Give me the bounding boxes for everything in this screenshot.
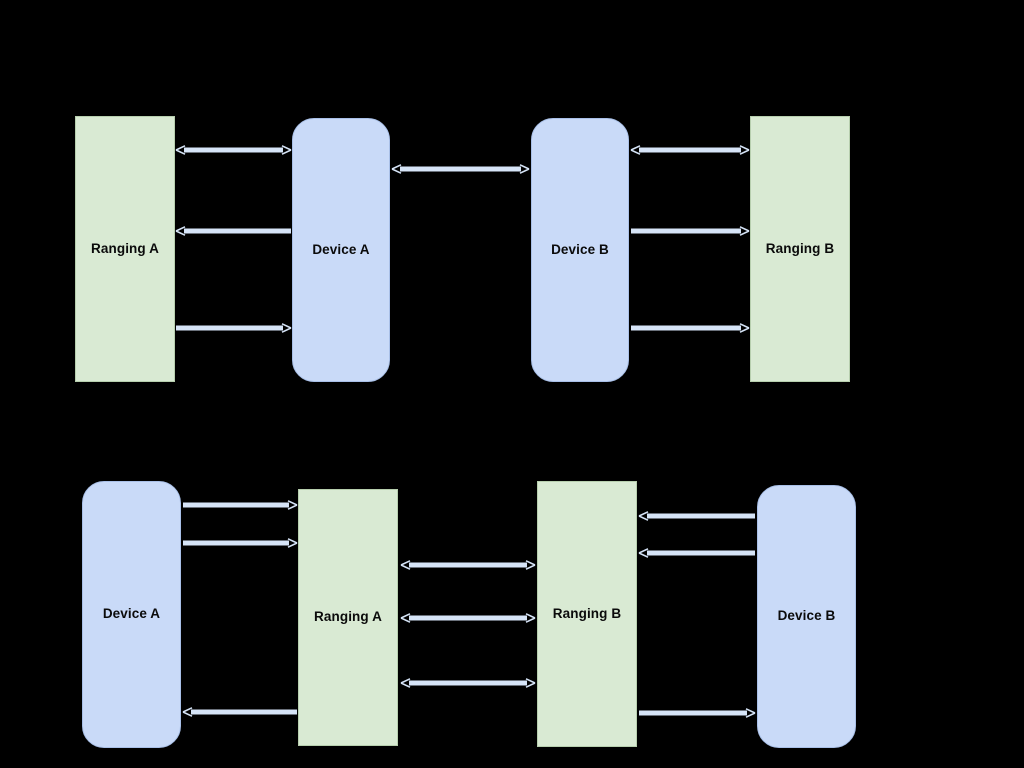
connector-arrow bbox=[627, 705, 767, 721]
node-label: Ranging A bbox=[314, 609, 382, 625]
connector-arrow bbox=[171, 535, 309, 551]
node-top-ranging-a[interactable]: Ranging A bbox=[75, 116, 175, 382]
node-label: Ranging B bbox=[552, 605, 622, 621]
node-bot-ranging-b[interactable]: Ranging B bbox=[537, 481, 637, 747]
node-bot-device-b[interactable]: Device B bbox=[757, 485, 856, 748]
connector-arrow bbox=[389, 610, 547, 626]
connector-arrow bbox=[389, 675, 547, 691]
node-bot-ranging-a[interactable]: Ranging A bbox=[298, 489, 398, 746]
connector-arrow bbox=[171, 497, 309, 513]
node-label: Device A bbox=[102, 606, 161, 622]
connector-arrow bbox=[627, 545, 767, 561]
connector-arrow bbox=[164, 223, 303, 239]
connector-arrow bbox=[389, 557, 547, 573]
connector-arrow bbox=[380, 161, 541, 177]
connector-arrow bbox=[164, 320, 303, 336]
node-label: Device B bbox=[777, 608, 836, 624]
connector-arrow bbox=[619, 320, 761, 336]
connector-arrow bbox=[619, 142, 761, 158]
connector-arrow bbox=[619, 223, 761, 239]
connector-arrow bbox=[171, 704, 309, 720]
connector-arrow bbox=[164, 142, 303, 158]
node-bot-device-a[interactable]: Device A bbox=[82, 481, 181, 748]
connector-arrow bbox=[627, 508, 767, 524]
